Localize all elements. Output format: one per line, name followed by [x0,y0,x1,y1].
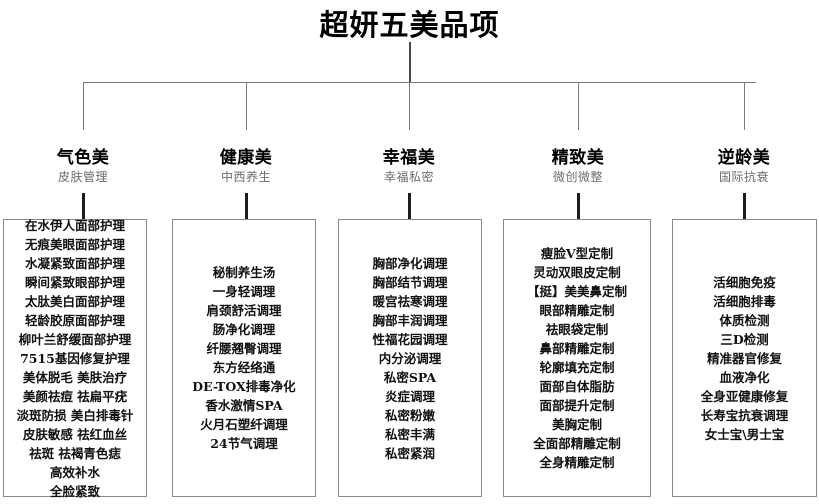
list-item: 胸部净化调理 [372,255,448,271]
list-item: 私密丰满 [384,426,435,442]
stem-connector-3 [408,193,411,219]
stem-connector-2 [245,193,248,219]
list-item: 全身亚健康修复 [700,388,789,404]
list-item: 祛斑 祛褐青色痣 [29,445,121,461]
list-item: 胸部结节调理 [372,274,448,290]
trunk-connector [409,42,411,82]
list-item: 美颜祛痘 祛扁平疣 [22,388,128,404]
branch-subheading-1: 皮肤管理 [57,170,108,184]
list-item: 私密SPA [383,369,437,385]
list-item: 轻龄胶原面部护理 [24,312,125,328]
branch-header-2: 健康美 中西养生 [171,148,321,186]
list-item: 纤腰翘臀调理 [206,341,282,356]
branch-connector-2 [246,82,247,130]
list-item: 太肽美白面部护理 [24,293,125,309]
list-item: 秘制养生汤 [212,265,276,280]
list-item: 皮肤敏感 祛红血丝 [22,426,128,442]
list-item: 7515基因修复护理 [20,350,130,366]
list-item: 精准器官修复 [706,350,782,366]
branch-subheading-2: 中西养生 [220,170,271,184]
page-title: 超妍五美品项 [319,8,500,42]
list-item: 全面部精雕定制 [533,436,621,451]
list-item: 肠净化调理 [212,322,276,337]
list-item: 柳叶兰舒缓面部护理 [18,331,132,347]
list-item: 全脸紧致 [49,483,100,499]
branch-connector-1 [83,82,84,130]
branch-box-1[interactable]: 在水伊人面部护理 无痕美眼面部护理 水凝紧致面部护理 瞬间紧致眼部护理 太肽美白… [3,217,147,499]
list-item: 活细胞免疫 [713,274,776,290]
list-item: 炎症调理 [384,388,435,404]
stem-connector-5 [743,193,746,219]
list-item: 性福花园调理 [372,331,448,347]
list-item: 三D检测 [720,331,769,347]
list-item: 眼部精雕定制 [539,303,615,318]
list-item: 火月石塑纤调理 [200,417,288,432]
list-item: DE-TOX排毒净化 [192,379,296,394]
list-item: 暖宫祛寒调理 [372,293,448,309]
branch-connector-3 [409,82,410,130]
branch-box-2[interactable]: 秘制养生汤 一身轻调理 肩颈舒活调理 肠净化调理 纤腰翘臀调理 东方经络通 DE… [172,219,316,497]
list-item: 美胸定制 [551,417,602,432]
branch-box-3[interactable]: 胸部净化调理 胸部结节调理 暖宫祛寒调理 胸部丰润调理 性福花园调理 内分泌调理… [338,219,482,497]
list-item: 灵动双眼皮定制 [533,265,621,280]
branch-box-4[interactable]: 瘦脸V型定制 灵动双眼皮定制 【挺】美美鼻定制 眼部精雕定制 祛眼袋定制 鼻部精… [503,219,651,497]
branch-connector-4 [578,82,579,130]
branch-subheading-4: 微创微整 [552,170,603,184]
branch-header-5: 逆龄美 国际抗衰 [669,148,819,186]
stem-connector-4 [577,193,580,219]
list-item: 瘦脸V型定制 [540,246,614,261]
list-item: 血液净化 [719,369,770,385]
list-item: 一身轻调理 [212,284,276,299]
branch-subheading-3: 幸福私密 [383,170,434,184]
list-item: 祛眼袋定制 [545,322,609,337]
list-item: 面部提升定制 [539,398,615,413]
list-item: 全身精雕定制 [539,455,615,470]
list-item: 高效补水 [49,464,100,480]
stem-connector-1 [82,193,85,219]
list-item: 轮廓填充定制 [539,360,615,375]
list-item: 在水伊人面部护理 [24,217,125,233]
list-item: 无痕美眼面部护理 [24,236,125,252]
list-item: 长寿宝抗衰调理 [700,407,789,423]
list-item: 活细胞排毒 [713,293,776,309]
list-item: 东方经络通 [212,360,276,375]
list-item: 体质检测 [719,312,770,328]
bus-connector [83,82,756,83]
branch-header-4: 精致美 微创微整 [503,148,653,186]
branch-header-1: 气色美 皮肤管理 [8,148,158,186]
branch-heading-4: 精致美 [551,148,605,168]
list-item: 美体脱毛 美肤治疗 [22,369,128,385]
list-item: 24节气调理 [210,436,278,451]
list-item: 内分泌调理 [378,350,442,366]
list-item: 胸部丰润调理 [372,312,448,328]
branch-box-5[interactable]: 活细胞免疫 活细胞排毒 体质检测 三D检测 精准器官修复 血液净化 全身亚健康修… [672,219,817,497]
list-item: 淡斑防损 美白排毒针 [16,407,134,423]
list-item: 女士宝\男士宝 [704,426,785,442]
branch-heading-2: 健康美 [219,148,273,168]
list-item: 香水激情SPA [205,398,283,413]
list-item: 鼻部精雕定制 [539,341,615,356]
list-item: 水凝紧致面部护理 [24,255,125,271]
branch-heading-1: 气色美 [56,148,110,168]
list-item: 瞬间紧致眼部护理 [24,274,125,290]
branch-subheading-5: 国际抗衰 [718,170,769,184]
list-item: 私密紧润 [384,445,435,461]
list-item: 私密粉嫩 [384,407,435,423]
list-item: 【挺】美美鼻定制 [526,284,627,299]
branch-heading-3: 幸福美 [382,148,436,168]
list-item: 面部自体脂肪 [539,379,615,394]
branch-header-3: 幸福美 幸福私密 [334,148,484,186]
list-item: 肩颈舒活调理 [206,303,282,318]
branch-connector-5 [744,82,745,130]
branch-heading-5: 逆龄美 [717,148,771,168]
